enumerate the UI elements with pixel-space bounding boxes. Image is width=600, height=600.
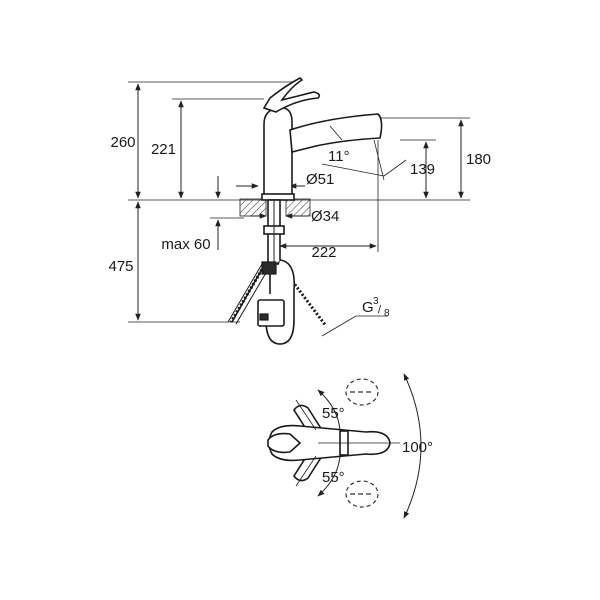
- lever-position-lower: [345, 480, 379, 508]
- label-221: 221: [151, 141, 176, 158]
- supply-hose-left-outline: [227, 263, 271, 325]
- dim-arc-55-upper: [317, 389, 341, 431]
- label-55-lower: 55°: [322, 469, 345, 486]
- thread-denominator: 8: [384, 308, 390, 319]
- spout-detail: [329, 125, 343, 141]
- label-260: 260: [110, 134, 135, 151]
- top-view: 55° 55° 100°: [267, 373, 433, 519]
- label-222: 222: [311, 244, 336, 261]
- hose-weight-clip: [259, 313, 269, 321]
- supply-hose-left-braid: [229, 265, 266, 323]
- angle-leader-139: [383, 159, 407, 177]
- thread-label: G 3 / 8: [362, 296, 390, 319]
- label-diameter-34: Ø34: [311, 208, 339, 225]
- dim-arc-100: [403, 373, 422, 519]
- label-max60: max 60: [161, 236, 210, 253]
- faucet-body: [263, 107, 293, 197]
- label-475: 475: [108, 258, 133, 275]
- deck-hatch-right: [285, 198, 311, 217]
- faucet-base: [261, 193, 295, 201]
- thread-g: G: [362, 299, 374, 316]
- hose-connector: [261, 261, 277, 275]
- lever-position-upper: [345, 378, 379, 406]
- faucet-lever: [262, 77, 321, 113]
- axis-line-upper: [295, 399, 317, 431]
- label-139: 139: [410, 161, 435, 178]
- side-view: 260 221 475 max 60 180 139 11° Ø51 Ø34 2…: [108, 77, 491, 345]
- thread-leader: [321, 315, 357, 337]
- angle-line-11: [321, 163, 385, 177]
- axis-line-lower: [295, 455, 317, 487]
- lever-top: [267, 432, 302, 454]
- deck-hatch-left: [239, 198, 267, 217]
- lever-position-detail: [350, 391, 372, 495]
- spout-axis-line: [373, 139, 385, 181]
- thread-slash: /: [378, 304, 382, 316]
- hose-weight: [257, 299, 285, 327]
- label-11-degrees: 11°: [328, 148, 350, 165]
- label-100-degrees: 100°: [402, 439, 433, 456]
- dim-arc-55-lower: [317, 455, 341, 497]
- thread-numerator: 3: [373, 296, 379, 307]
- label-55-upper: 55°: [322, 405, 345, 422]
- label-diameter-51: Ø51: [306, 171, 334, 188]
- label-180: 180: [466, 151, 491, 168]
